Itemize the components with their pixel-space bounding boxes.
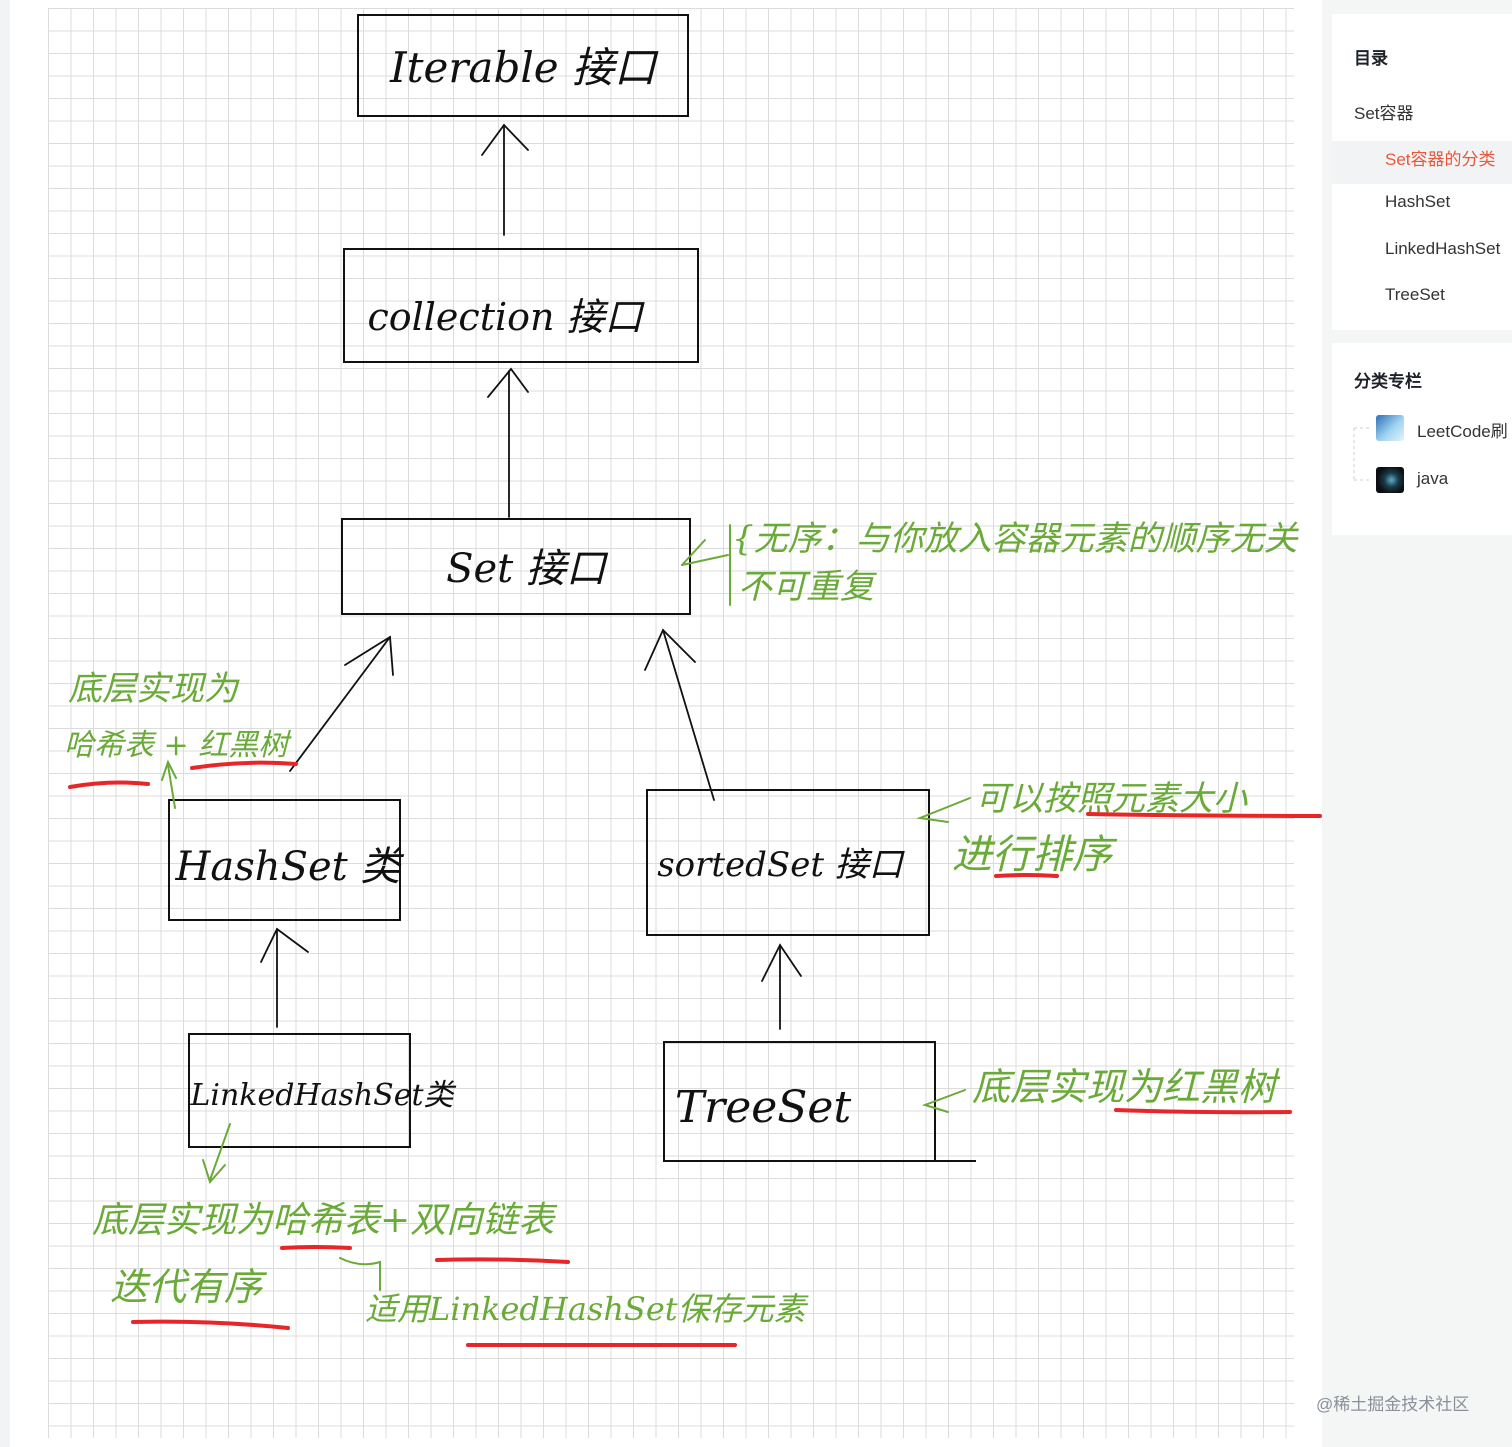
note-linked-line1: 底层实现为哈希表+双向链表: [92, 1200, 558, 1241]
underline-linked-hash: [280, 1245, 352, 1250]
hashset-box: [168, 799, 401, 921]
iterable-label: Iterable 接口: [389, 43, 659, 92]
treeset-label: TreeSet: [675, 1082, 852, 1133]
note-arrow-sortedset: [916, 797, 971, 823]
note-sortedset-line2: 进行排序: [952, 832, 1118, 878]
arrow-sortedset-to-set: [644, 628, 715, 801]
underline-treeset-rb: [1114, 1108, 1292, 1115]
arrow-treeset-to-sortedset: [761, 943, 802, 1030]
note-set-line1: {无序：与你放入容器元素的顺序无关: [732, 519, 1300, 559]
note-treeset: 底层实现为红黑树: [972, 1065, 1281, 1109]
toc-item-set-classification[interactable]: Set容器的分类: [1385, 150, 1496, 169]
note-arrow-linked: [202, 1123, 231, 1184]
note-sortedset-line1: 可以按照元素大小: [975, 779, 1248, 819]
note-hashset-line1: 底层实现为: [68, 669, 240, 709]
underline-linked-list: [435, 1257, 570, 1264]
toc-item-hashset[interactable]: HashSet: [1385, 192, 1451, 211]
article-content: Iterable 接口 collection 接口 Set 接口 HashSet…: [0, 0, 1322, 1447]
grid-paper-background: [48, 8, 1294, 1438]
set-box: [341, 518, 691, 615]
toc-item-linkedhashset[interactable]: LinkedHashSet: [1385, 239, 1501, 258]
underline-element-size: [1086, 812, 1322, 818]
arrow-collection-to-iterable: [481, 123, 529, 236]
column-item-leetcode[interactable]: LeetCode刷: [1417, 422, 1508, 441]
watermark: @稀土掘金技术社区: [1316, 1395, 1470, 1414]
linkedhashset-label: LinkedHashSet类: [189, 1078, 456, 1113]
note-linked-line3: 适用LinkedHashSet保存元素: [365, 1290, 810, 1328]
arrow-set-to-collection: [487, 367, 529, 518]
arrow-linkedhashset-to-hashset: [260, 927, 309, 1028]
iterable-box: [357, 14, 689, 117]
hashset-label: HashSet 类: [175, 844, 405, 890]
note-arrow-set: [681, 524, 731, 606]
note-hashset-line2: 哈希表 + 红黑树: [64, 728, 292, 763]
right-sidebar: 目录 Set容器 Set容器的分类 HashSet LinkedHashSet …: [1322, 0, 1512, 1447]
toc-active-highlight: [1332, 141, 1512, 184]
note-brace-linked: [339, 1257, 381, 1291]
set-label: Set 接口: [446, 546, 609, 592]
sortedset-box: [646, 789, 930, 936]
collection-box: [343, 248, 699, 363]
underline-sorting: [994, 873, 1059, 878]
java-thumbnail-icon: [1376, 467, 1404, 493]
toc-title: 目录: [1354, 49, 1388, 68]
note-linked-line2: 迭代有序: [110, 1265, 268, 1309]
arrow-hashset-to-set: [289, 635, 394, 772]
note-set-line2: 不可重复: [738, 567, 877, 607]
set-hierarchy-diagram: Iterable 接口 collection 接口 Set 接口 HashSet…: [64, 14, 1322, 1348]
toc-item-treeset[interactable]: TreeSet: [1385, 285, 1445, 304]
column-item-java[interactable]: java: [1417, 469, 1449, 488]
leetcode-thumbnail-icon: [1376, 415, 1404, 441]
toc-item-set-container[interactable]: Set容器: [1354, 104, 1414, 123]
category-column-card: 分类专栏 LeetCode刷 java: [1332, 343, 1512, 535]
column-tree-lines: [1353, 427, 1372, 481]
underline-rb-tree: [190, 760, 298, 770]
underline-hash-table: [68, 780, 150, 789]
left-rail: [0, 0, 10, 1447]
linkedhashset-box: [188, 1033, 411, 1148]
column-title: 分类专栏: [1354, 372, 1422, 391]
sortedset-label: sortedSet 接口: [657, 845, 906, 885]
note-arrow-treeset: [921, 1089, 966, 1113]
note-arrow-hashset: [161, 759, 177, 809]
toc-card: 目录 Set容器 Set容器的分类 HashSet LinkedHashSet …: [1332, 14, 1512, 330]
collection-label: collection 接口: [367, 295, 645, 339]
underline-ordered: [131, 1319, 290, 1330]
